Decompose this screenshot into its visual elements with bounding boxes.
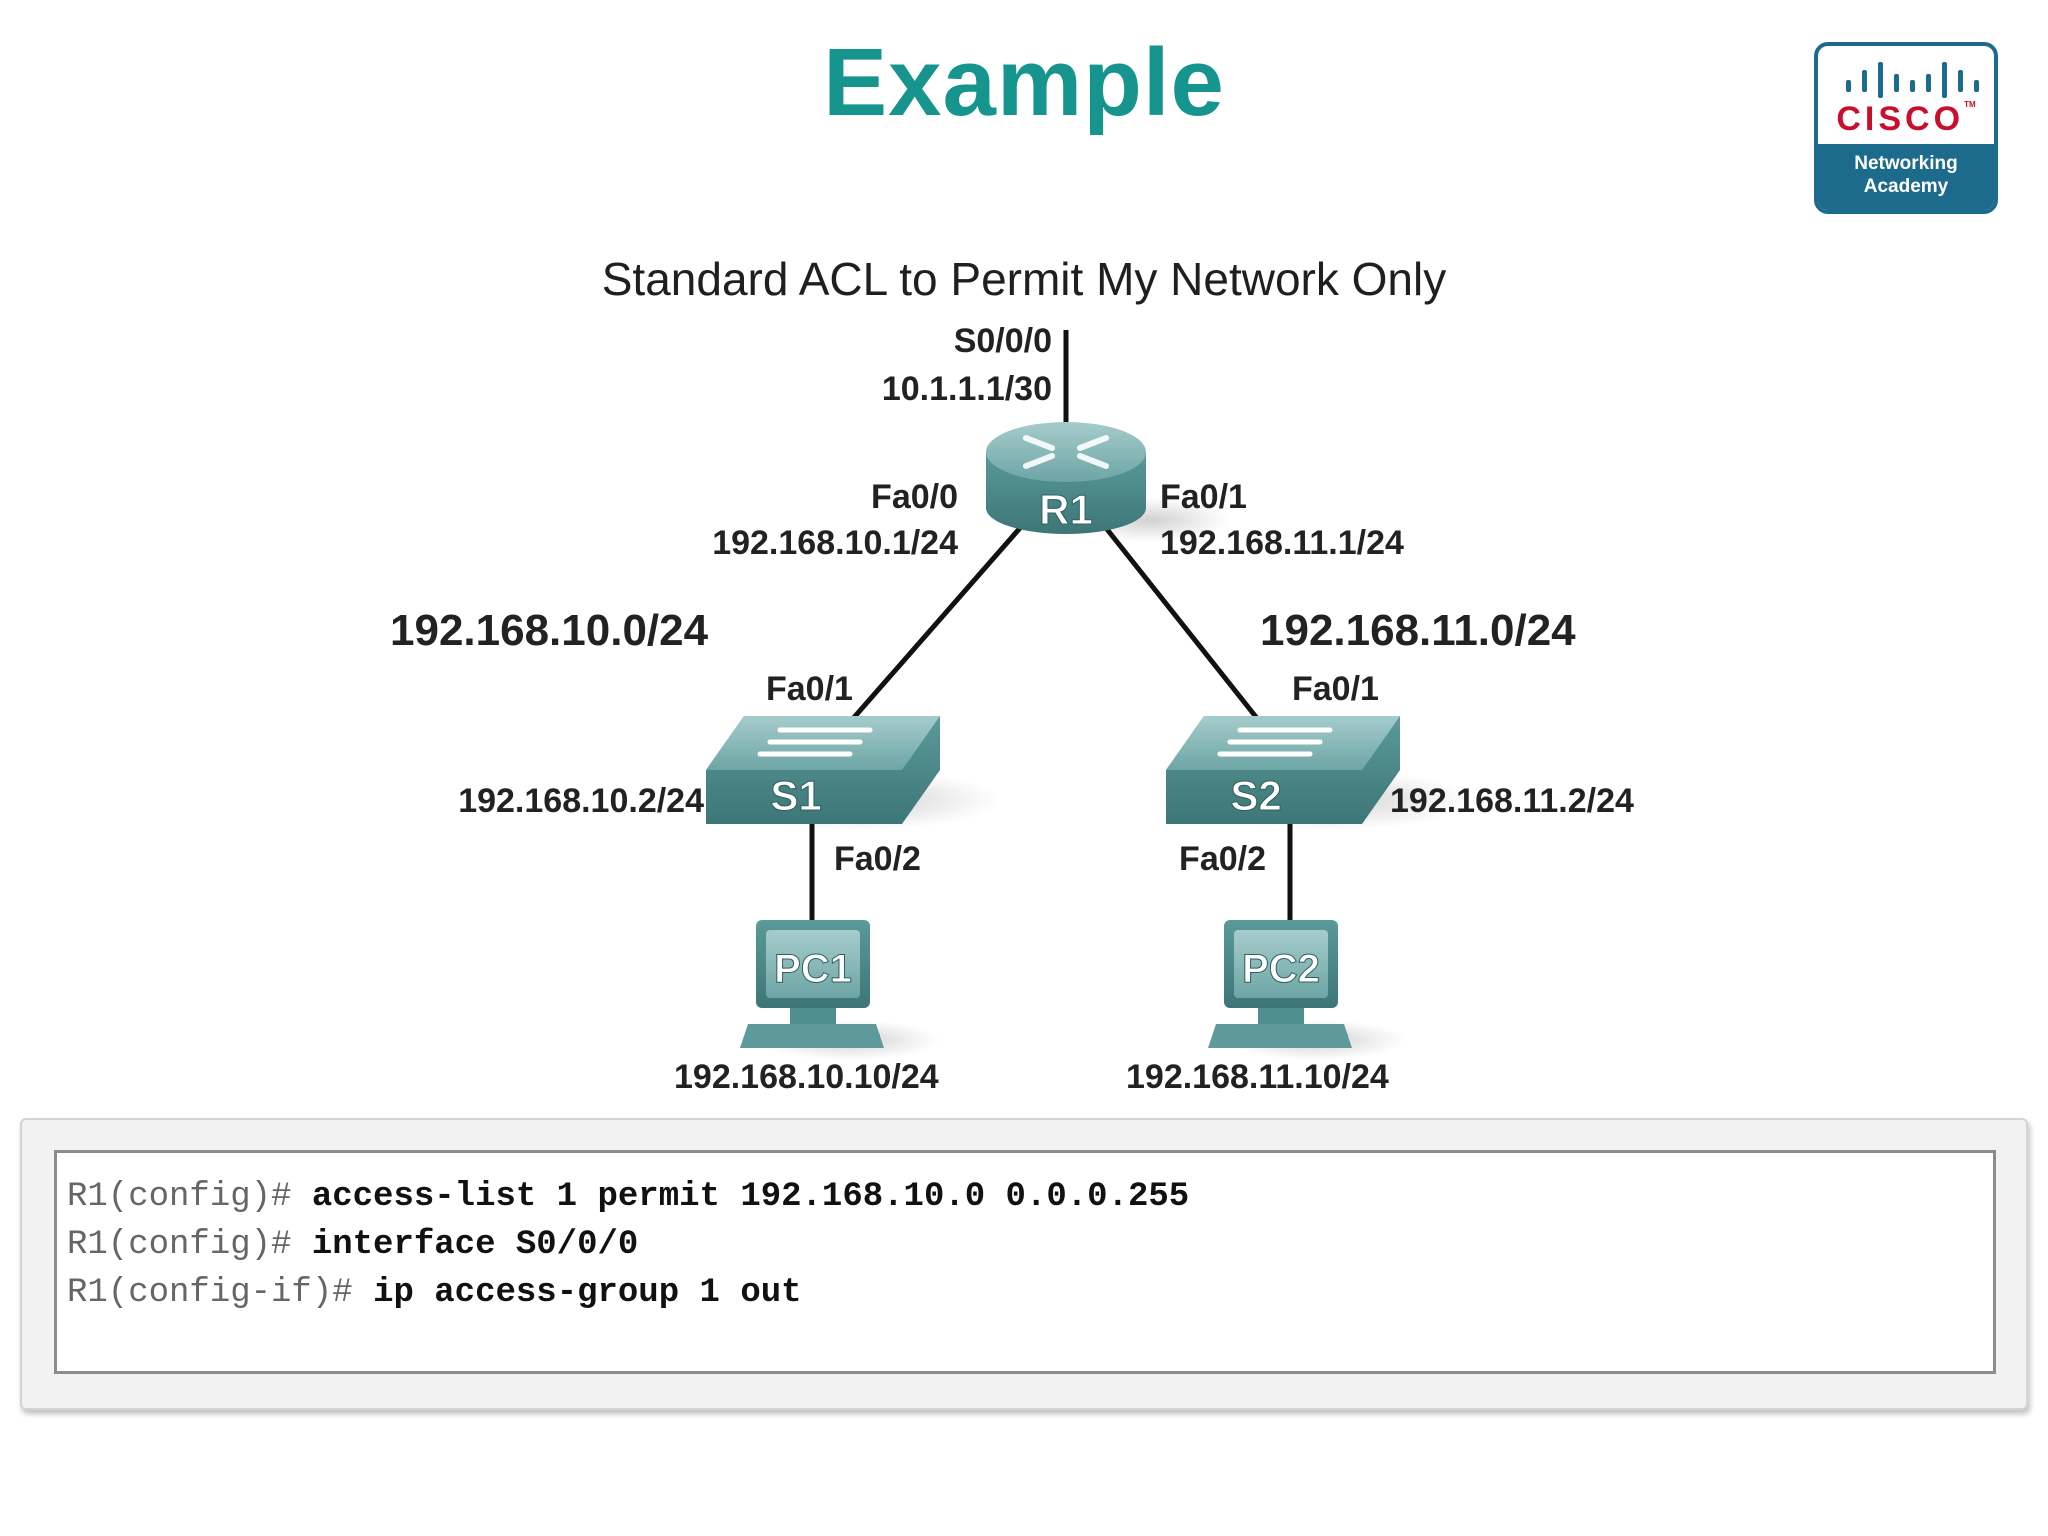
cli-command: access-list 1 permit 192.168.10.0 0.0.0.… — [311, 1178, 1190, 1216]
switch-s1-icon — [706, 716, 1000, 830]
s1-ip: 192.168.10.2/24 — [458, 782, 704, 820]
link-r1-s2 — [1104, 526, 1262, 724]
cli-prompt: R1(config)# — [67, 1178, 312, 1216]
r1-s000-ip: 10.1.1.1/30 — [881, 370, 1052, 408]
pc2-icon — [1208, 920, 1406, 1060]
s1-fa02-label: Fa0/2 — [834, 840, 921, 878]
pc2-ip: 192.168.11.10/24 — [1126, 1058, 1389, 1096]
cisco-bars-icon — [1846, 62, 1979, 98]
r1-label: R1 — [1039, 486, 1093, 533]
cli-line: R1(config-if)# ip access-group 1 out — [67, 1269, 1993, 1317]
cli-line: R1(config)# access-list 1 permit 192.168… — [67, 1173, 1993, 1221]
s2-ip: 192.168.11.2/24 — [1390, 782, 1634, 820]
link-r1-s1 — [848, 526, 1022, 724]
pc1-icon — [740, 920, 940, 1060]
pc2-label: PC2 — [1242, 947, 1320, 991]
pc1-ip: 192.168.10.10/24 — [674, 1058, 939, 1096]
network-left-label: 192.168.10.0/24 — [390, 606, 709, 655]
r1-fa01-ip: 192.168.11.1/24 — [1160, 524, 1404, 562]
s1-fa01-label: Fa0/1 — [766, 670, 853, 708]
cisco-wordmark: CISCOTM — [1836, 100, 1976, 138]
switch-s2-icon — [1166, 716, 1470, 830]
cli-line: R1(config)# interface S0/0/0 — [67, 1221, 1993, 1269]
cli-prompt: R1(config-if)# — [67, 1274, 374, 1312]
r1-fa00-ip: 192.168.10.1/24 — [712, 524, 958, 562]
s2-fa01-label: Fa0/1 — [1292, 670, 1379, 708]
network-right-label: 192.168.11.0/24 — [1260, 606, 1576, 655]
cli-output: R1(config)# access-list 1 permit 192.168… — [54, 1150, 1996, 1374]
r1-s000-label: S0/0/0 — [953, 322, 1052, 360]
cli-command: ip access-group 1 out — [373, 1274, 802, 1312]
s1-label: S1 — [770, 772, 821, 819]
r1-fa01-label: Fa0/1 — [1160, 478, 1247, 516]
cli-command: interface S0/0/0 — [311, 1226, 639, 1264]
cli-panel: R1(config)# access-list 1 permit 192.168… — [20, 1118, 2028, 1410]
cli-prompt: R1(config)# — [67, 1226, 312, 1264]
pc1-label: PC1 — [774, 947, 852, 991]
s2-fa02-label: Fa0/2 — [1179, 840, 1266, 878]
cisco-networking-academy-logo: CISCOTM Networking Academy — [1814, 42, 1998, 214]
slide-title: Example — [823, 29, 1225, 136]
diagram-title: Standard ACL to Permit My Network Only — [601, 253, 1447, 305]
s2-label: S2 — [1230, 772, 1281, 819]
logo-subtitle: Networking Academy — [1818, 144, 1994, 210]
router-r1-icon — [986, 422, 1230, 542]
r1-fa00-label: Fa0/0 — [871, 478, 958, 516]
network-topology: R1 S1 S2 PC1 PC2 — [706, 330, 1470, 1060]
